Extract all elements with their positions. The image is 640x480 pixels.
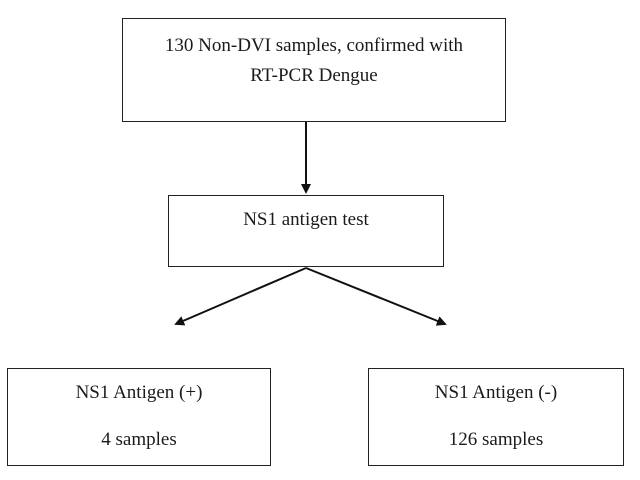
right-box-negative: NS1 Antigen (-) 126 samples	[368, 368, 624, 466]
left-box-title: NS1 Antigen (+)	[75, 382, 203, 403]
middle-box-test: NS1 antigen test	[168, 195, 444, 267]
arrow-middle-to-left	[174, 267, 307, 326]
left-box-count: 4 samples	[101, 429, 177, 450]
top-box-samples: 130 Non-DVI samples, confirmed with RT-P…	[122, 18, 506, 122]
left-box-positive: NS1 Antigen (+) 4 samples	[7, 368, 271, 466]
top-box-line2: RT-PCR Dengue	[250, 65, 378, 86]
middle-box-label: NS1 antigen test	[243, 209, 369, 230]
right-box-count: 126 samples	[448, 429, 544, 450]
right-box-title: NS1 Antigen (-)	[434, 382, 558, 403]
top-box-line1: 130 Non-DVI samples, confirmed with	[164, 35, 464, 56]
arrow-middle-to-right	[305, 267, 447, 326]
